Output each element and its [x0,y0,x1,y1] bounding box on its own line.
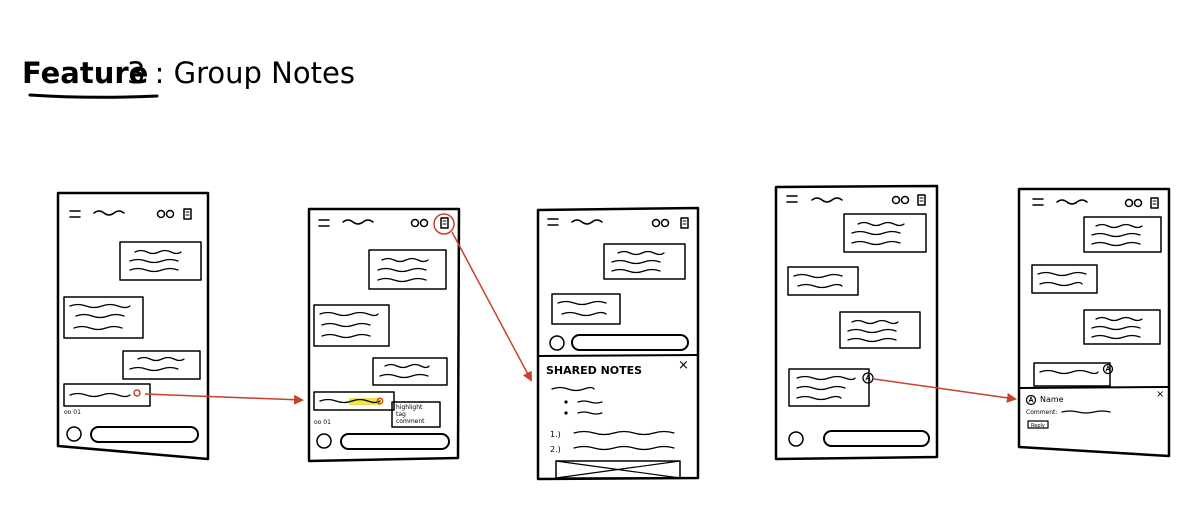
popup-option-tag[interactable]: tag [396,411,406,418]
popup-option-highlight[interactable]: highlight [396,404,423,411]
group-icon[interactable] [1124,198,1143,208]
phone-frame [536,206,700,481]
svg-text:3 : Group Notes: 3 : Group Notes [127,56,355,90]
comment-panel: × Name Comment: Reply [1025,389,1164,429]
profile-icon[interactable] [316,433,332,449]
commenter-name: Name [1040,395,1064,404]
notes-icon[interactable] [183,208,192,220]
notes-icon[interactable] [1150,197,1159,209]
menu-icon[interactable] [318,219,330,227]
phone-frame [307,207,461,463]
message-bubble [843,213,927,253]
phone-frame [774,184,939,461]
message-input[interactable] [340,433,450,450]
menu-icon[interactable] [69,210,81,218]
phone-screen-1: oo 01 [56,191,210,461]
message-bubble [313,304,390,347]
phone-frame [1017,187,1171,458]
note-line [573,430,675,436]
flow-arrow [144,393,304,405]
message-bubble[interactable] [1033,362,1114,387]
message-input[interactable] [823,430,930,447]
group-icon[interactable] [410,218,429,228]
flow-arrow [451,231,532,382]
menu-icon[interactable] [1032,198,1044,206]
reaction-count: oo 01 [64,409,81,416]
note-line [577,400,603,404]
page-title: Feature 3 : Group Notes [22,56,355,99]
note-line [551,386,595,392]
list-number: 2.) [550,445,561,454]
chat-title-scribble [571,219,603,225]
profile-icon[interactable] [788,431,804,447]
notes-icon[interactable] [680,217,689,229]
avatar-icon [1025,394,1037,406]
phone-frame [56,191,210,461]
close-icon[interactable]: × [678,358,689,373]
chat-title-scribble [811,197,843,203]
chat-title-scribble [93,210,125,216]
avatar-icon[interactable] [1102,363,1114,375]
comment-input[interactable] [1061,410,1111,414]
menu-icon[interactable] [547,218,559,226]
message-bubble [839,311,921,349]
panel-title: SHARED NOTES [546,364,642,377]
bullet [564,411,568,415]
notes-icon-highlight [433,213,455,235]
flow-arrow [873,378,1017,403]
message-bubble [1083,216,1162,253]
text-highlight [349,398,381,405]
tap-target-icon[interactable] [376,397,384,405]
message-bubble[interactable] [63,383,151,407]
group-icon[interactable] [651,218,670,228]
reaction-count: oo 01 [314,419,331,426]
group-icon[interactable] [891,195,910,205]
message-bubble [119,241,202,281]
shared-notes-panel: SHARED NOTES × 1.) 2.) [546,358,689,479]
message-bubble [603,243,686,280]
message-bubble [122,350,201,380]
title-underline [28,93,159,99]
avatar-icon[interactable] [862,372,874,384]
message-input[interactable] [571,334,689,351]
bullet [564,400,568,404]
group-icon[interactable] [156,209,175,219]
message-bubble [787,266,859,296]
image-placeholder [555,460,681,479]
comment-label: Comment: [1026,409,1057,416]
close-icon[interactable]: × [1156,389,1164,400]
notes-icon[interactable] [917,194,926,206]
reply-button[interactable] [1027,420,1049,429]
reply-button-label: Reply [1031,423,1045,429]
message-input[interactable] [90,426,199,443]
profile-icon[interactable] [549,335,565,351]
panel-divider [1018,386,1170,389]
message-bubble [63,296,144,339]
phone-screen-3: SHARED NOTES × 1.) 2.) [536,206,700,481]
phone-screen-5: × Name Comment: Reply [1017,187,1171,458]
phone-screen-2: highlight tag comment oo 01 [307,207,461,463]
svg-text:Feature: Feature [22,56,148,90]
chat-title-scribble [1056,199,1088,205]
tap-target-icon[interactable] [133,389,141,397]
profile-icon[interactable] [66,426,82,442]
message-bubble[interactable] [313,391,395,411]
list-number: 1.) [550,430,561,439]
note-line [573,445,675,451]
popup-option-comment[interactable]: comment [396,418,425,425]
phone-screen-4 [774,184,939,461]
message-bubble [1031,264,1098,294]
message-bubble [1083,309,1161,345]
message-bubble [551,293,621,325]
message-bubble [368,249,447,290]
menu-icon[interactable] [786,195,798,203]
selection-popup[interactable]: highlight tag comment [391,401,441,428]
notes-icon[interactable] [440,217,449,229]
panel-divider [537,354,699,357]
message-bubble [372,357,448,386]
message-bubble[interactable] [788,368,874,407]
chat-title-scribble [342,219,374,225]
note-line [577,411,603,415]
